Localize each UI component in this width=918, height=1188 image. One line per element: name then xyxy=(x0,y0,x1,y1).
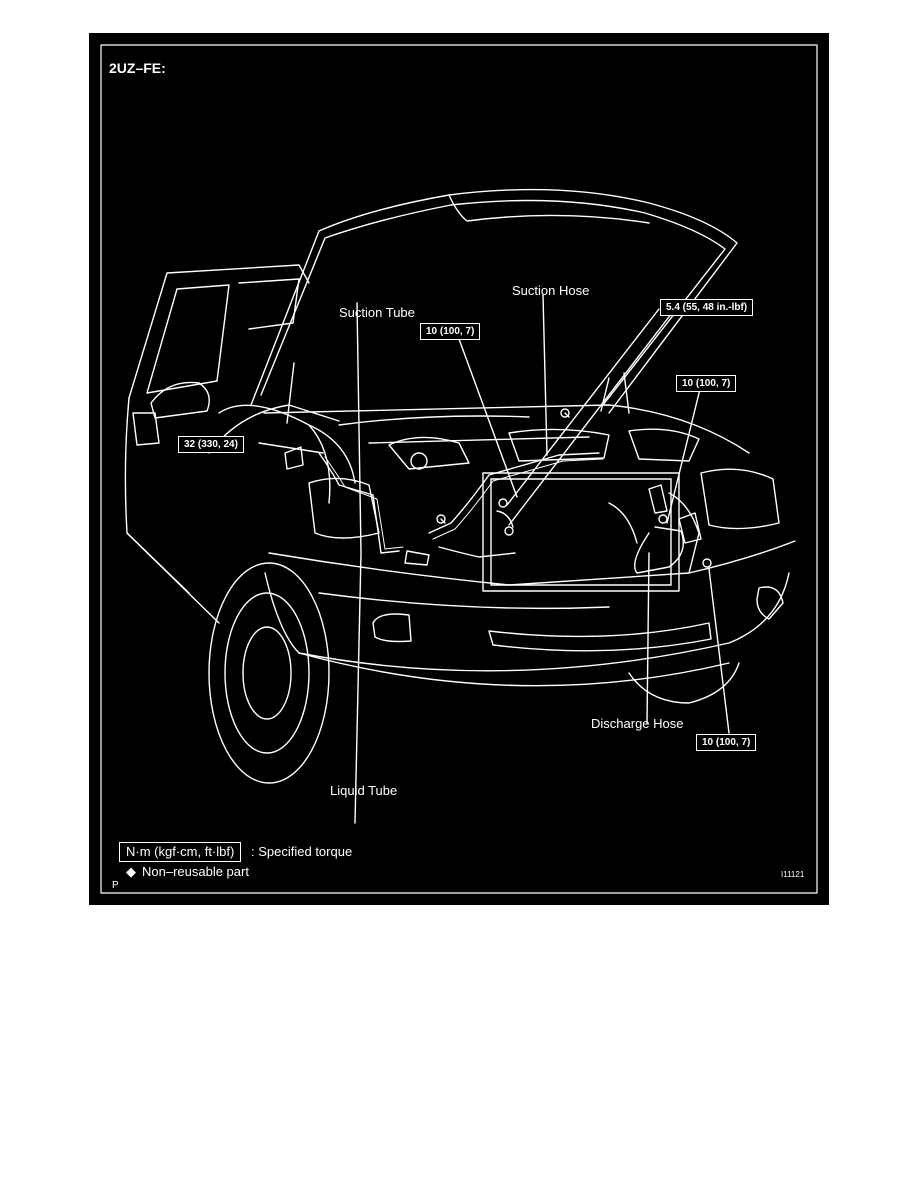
figure-code: I11121 xyxy=(781,870,805,879)
truck-line-drawing xyxy=(100,44,818,894)
torque-unit-box: N·m (kgf·cm, ft·lbf) xyxy=(119,842,242,863)
suction-tube-label: Suction Tube xyxy=(339,305,415,320)
suction-hose-label: Suction Hose xyxy=(512,283,590,298)
liquid-tube-label: Liquid Tube xyxy=(330,783,398,798)
discharge-hose-label: Discharge Hose xyxy=(591,716,684,731)
torque-box-5: 10 (100, 7) xyxy=(696,734,757,751)
diagram-figure: 2UZ–FE: Suction Tube Suction Hose Discha… xyxy=(89,33,829,905)
nonreusable-diamond-icon: ◆ xyxy=(126,864,136,879)
nonreusable-text: Non–reusable part xyxy=(142,864,249,879)
torque-box-4: 32 (330, 24) xyxy=(178,436,244,453)
torque-box-1: 10 (100, 7) xyxy=(420,323,481,340)
diagram-title: 2UZ–FE: xyxy=(109,60,166,76)
torque-box-2: 5.4 (55, 48 in.-lbf) xyxy=(660,299,754,316)
torque-box-3: 10 (100, 7) xyxy=(676,375,737,392)
corner-letter: P xyxy=(112,880,119,891)
torque-unit-text: : Specified torque xyxy=(251,844,353,859)
